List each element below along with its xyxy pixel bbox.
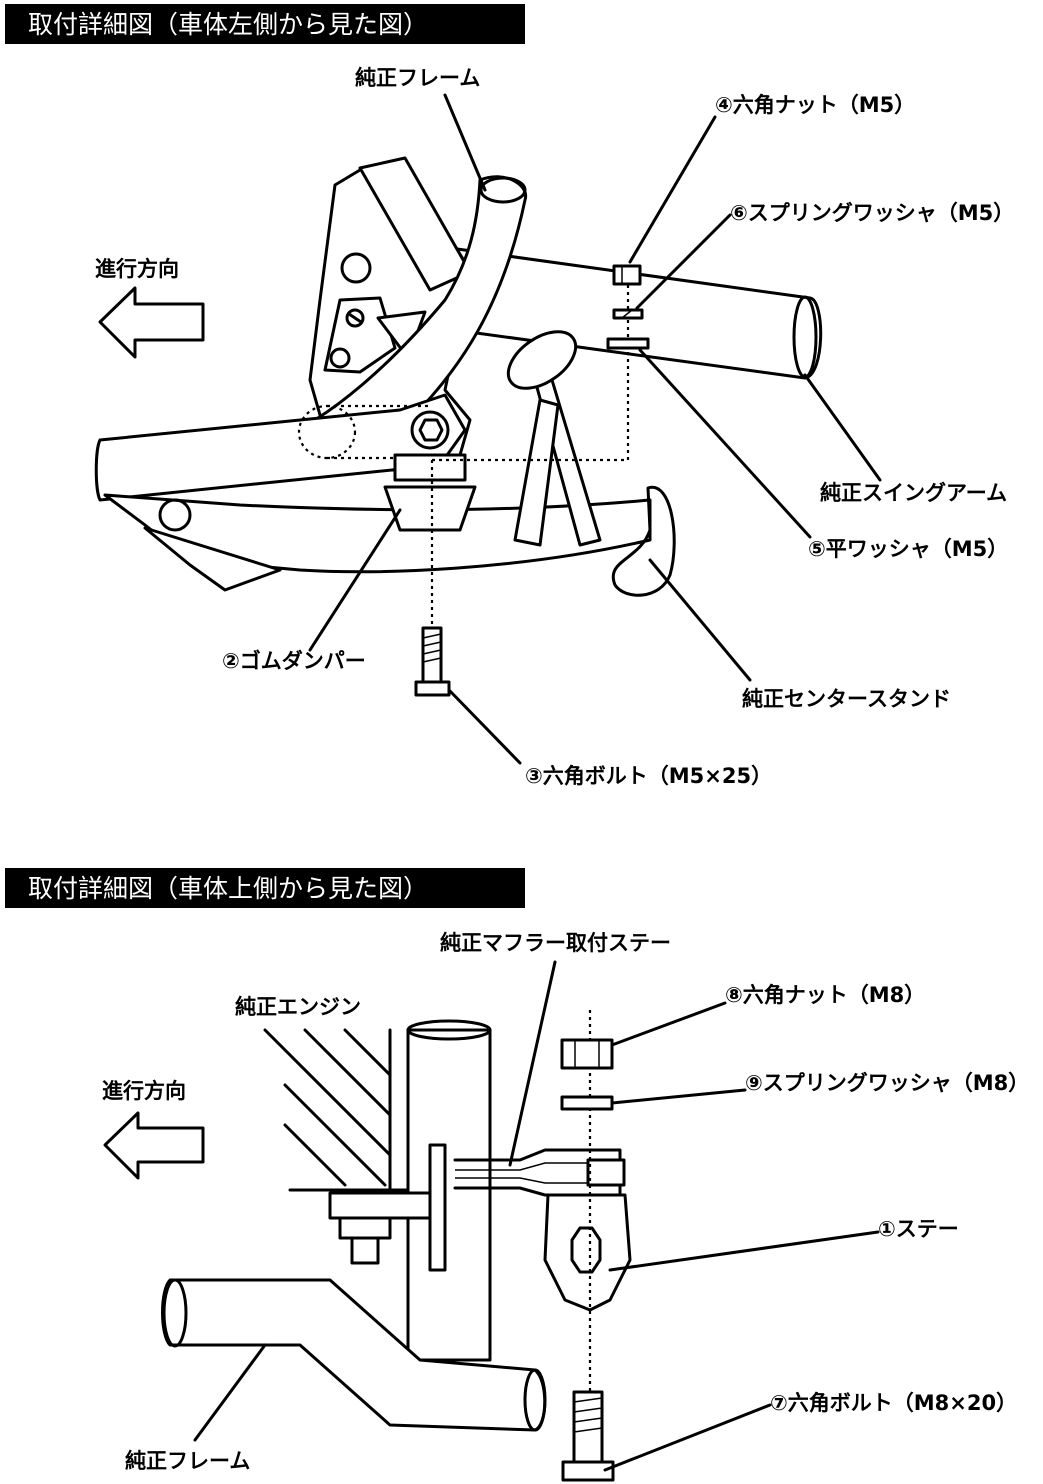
stay-slot <box>570 1226 602 1274</box>
hidden-mount-lines <box>327 404 430 460</box>
stay-upper-block <box>586 1158 626 1187</box>
muffler-stay-lines <box>455 1162 615 1184</box>
label-top-hex-bolt: ⑦六角ボルト（M8×20） <box>770 1391 1017 1415</box>
bracket-gusset <box>323 296 397 374</box>
hex-nut-m5-shape <box>612 264 642 286</box>
label-side-center-stand: 純正センタースタンド <box>742 687 951 711</box>
direction-arrow-icon <box>103 1111 205 1180</box>
engine-mount-bolt-end <box>350 1236 380 1265</box>
spring-washer-m8-shape <box>560 1095 614 1111</box>
leader-spring-washer-m8 <box>610 1088 747 1105</box>
engine-hatch <box>263 1028 412 1192</box>
top-view-title-bar <box>5 868 525 908</box>
hex-bolt-m8-head <box>561 1460 615 1482</box>
label-top-stay: ①ステー <box>878 1217 959 1241</box>
center-stand-hook <box>611 485 676 597</box>
center-stand-cap <box>506 330 578 390</box>
frame-lower-tube-end-right <box>523 1368 547 1432</box>
leader-frame <box>443 93 487 192</box>
assembly-path-line <box>432 348 630 462</box>
leader-spring-washer <box>635 213 732 310</box>
leader-hex-nut <box>628 115 717 264</box>
bracket-bolt-slot <box>347 312 363 324</box>
hex-bolt-m5-thread <box>422 633 442 663</box>
label-side-spring-washer: ⑥スプリングワッシャ（M5） <box>730 201 1014 225</box>
label-side-swing-arm: 純正スイングアーム <box>820 481 1007 505</box>
engine-mount-plate <box>328 1191 447 1220</box>
leader-hex-nut-m8 <box>610 1001 727 1047</box>
label-top-muffler-stay: 純正マフラー取付ステー <box>440 931 671 955</box>
label-side-flat-washer: ⑤平ワッシャ（M5） <box>808 537 1008 561</box>
frame-bolt-boss <box>410 410 450 450</box>
top-direction-label: 進行方向 <box>102 1079 186 1103</box>
frame-vertical-tube <box>406 1028 492 1362</box>
hex-bolt-m8-thread <box>573 1397 603 1433</box>
bracket-hole-large <box>340 252 372 284</box>
frame-vertical-tube-end <box>406 1019 492 1041</box>
side-view-title: 取付詳細図（車体左側から見た図） <box>28 10 428 39</box>
leader-flat-washer <box>638 348 812 539</box>
spring-washer-m5-split <box>621 309 633 319</box>
bracket-hole-small <box>329 347 351 369</box>
rubber-damper-body <box>383 485 477 532</box>
frame-horizontal-bar <box>94 393 467 502</box>
label-top-engine: 純正エンジン <box>235 995 361 1019</box>
frame-lower-tube-end <box>162 1278 188 1348</box>
leader-stay <box>608 1230 880 1272</box>
top-view-title: 取付詳細図（車体上側から見た図） <box>28 874 428 903</box>
rubber-damper-cap <box>393 453 467 482</box>
center-stand-foot <box>143 526 282 592</box>
label-top-hex-nut: ⑧六角ナット（M8） <box>725 983 925 1007</box>
leader-rubber-damper <box>308 508 402 652</box>
engine-mount-nut <box>338 1216 392 1240</box>
label-top-spring-washer: ⑨スプリングワッシャ（M8） <box>745 1071 1029 1095</box>
direction-arrow-icon <box>98 286 205 359</box>
center-stand-leg-left <box>513 398 560 547</box>
leader-center-stand <box>648 558 752 682</box>
label-side-hex-bolt: ③六角ボルト（M5×25） <box>525 764 772 788</box>
top-view-diagram: 取付詳細図（車体上側から見た図） 進行方向 <box>5 868 1029 1482</box>
side-view-diagram: 取付詳細図（車体左側から見た図） 進行方向 <box>5 4 1014 788</box>
center-stand-pivot <box>158 498 192 532</box>
label-side-rubber-damper: ②ゴムダンパー <box>222 649 366 673</box>
hex-bolt-m8-shank <box>572 1390 604 1464</box>
leader-hex-bolt-m8 <box>603 1403 772 1472</box>
hex-nut-m8-shape <box>560 1038 614 1070</box>
leader-hex-bolt <box>447 688 522 765</box>
stay-part-shape <box>543 1193 632 1312</box>
flat-washer-m5-shape <box>606 337 650 350</box>
leader-muffler-stay <box>508 960 557 1167</box>
leader-swing-arm <box>803 373 882 482</box>
frame-hex-head <box>418 418 444 442</box>
bracket-bolt-head <box>345 308 365 328</box>
label-top-frame: 純正フレーム <box>125 1449 250 1473</box>
leader-frame-top <box>193 1343 267 1442</box>
side-view-title-bar <box>5 4 525 44</box>
hex-bolt-m5-head <box>414 680 451 697</box>
frame-tube-end <box>479 176 527 204</box>
label-side-hex-nut: ④六角ナット（M5） <box>715 93 915 117</box>
engine-mount-flange <box>428 1143 447 1272</box>
side-direction-label: 進行方向 <box>95 257 179 281</box>
label-side-frame: 純正フレーム <box>355 66 480 90</box>
